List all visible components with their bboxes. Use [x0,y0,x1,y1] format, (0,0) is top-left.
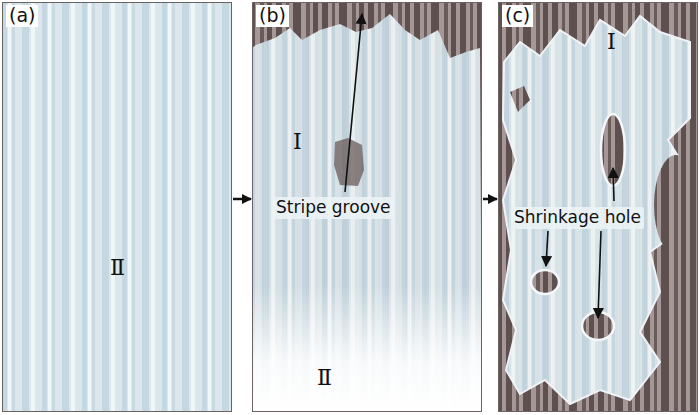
process-arrow [483,198,497,201]
illustration-part [531,270,559,294]
film-panel: (a) Ⅱ [2,2,232,412]
illustration-part [252,2,482,412]
panel-letter: (b) [256,5,289,27]
illustration-part [498,2,698,412]
film-panel: (c) Ⅰ Shrinkage hole [498,2,698,412]
illustration-part [498,2,698,412]
process-arrow [233,198,251,201]
panel-letter: (a) [6,5,38,27]
illustration-part [510,86,530,112]
illustration-part [654,155,698,255]
region-number: Ⅱ [108,255,127,280]
illustration-part [613,168,614,201]
region-number: Ⅱ [315,365,334,390]
film-panel: (b) Stripe groove Ⅰ Ⅱ [252,2,482,412]
region-number: Ⅰ [291,129,304,154]
illustration-part [598,231,601,318]
region-number: Ⅰ [605,29,618,54]
callout-label: Shrinkage hole [511,207,644,229]
illustration-part [345,14,362,192]
panel-letter: (c) [502,5,533,27]
illustration-part [546,231,548,266]
illustration-part [252,2,482,412]
illustration-part [2,2,232,412]
illustration-part [252,285,482,412]
callout-label: Stripe groove [273,197,394,219]
illustration-part [252,14,482,412]
